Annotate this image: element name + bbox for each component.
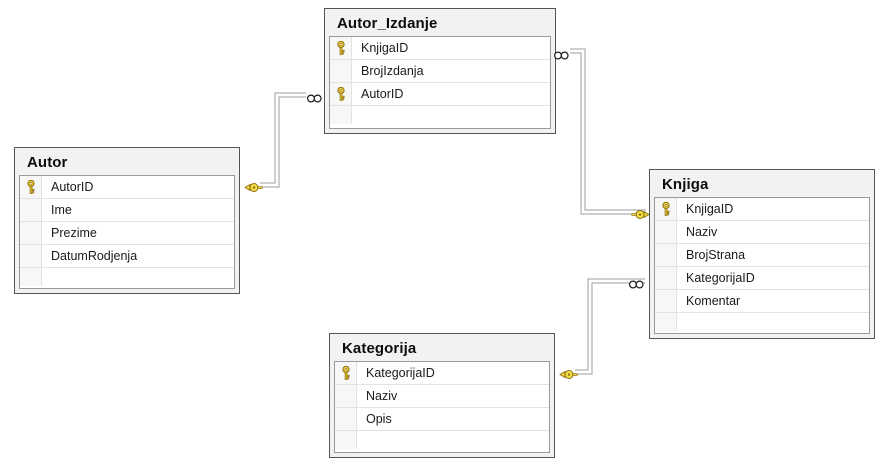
primary-key-cell: [335, 362, 357, 384]
key-icon: [27, 180, 35, 194]
column-name: Naziv: [686, 225, 718, 239]
column-row[interactable]: BrojStrana: [655, 244, 869, 267]
column-name: KnjigaID: [361, 41, 409, 55]
column-row[interactable]: KnjigaID: [330, 37, 550, 60]
key-cell-empty: [330, 106, 352, 124]
relationship-one-key-icon: [243, 180, 263, 192]
key-icon: [337, 41, 345, 55]
key-cell-empty: [20, 268, 42, 286]
key-icon: [342, 366, 350, 380]
column-name: Prezime: [51, 226, 97, 240]
column-name: BrojIzdanja: [361, 64, 424, 78]
column-name: AutorID: [51, 180, 94, 194]
key-icon: [337, 87, 345, 101]
relationship-one-key-icon: [558, 367, 578, 379]
column-name: KategorijaID: [366, 366, 435, 380]
primary-key-cell: [20, 176, 42, 198]
entity-title-autor_izdanje: Autor_Izdanje: [329, 13, 551, 36]
key-cell-empty: [655, 290, 677, 312]
column-row[interactable]: AutorID: [330, 83, 550, 106]
column-row[interactable]: Komentar: [655, 290, 869, 313]
column-row[interactable]: AutorID: [20, 176, 234, 199]
key-cell-empty: [655, 221, 677, 243]
key-cell-empty: [335, 385, 357, 407]
empty-row[interactable]: [20, 268, 234, 286]
entity-title-knjiga: Knjiga: [654, 174, 870, 197]
relationship-many-infinity-icon: [306, 90, 323, 103]
column-name-empty: [42, 268, 234, 286]
key-icon: [662, 202, 670, 216]
primary-key-cell: [655, 198, 677, 220]
empty-row[interactable]: [335, 431, 549, 449]
entity-title-autor: Autor: [19, 152, 235, 175]
column-row[interactable]: Ime: [20, 199, 234, 222]
key-cell-empty: [655, 267, 677, 289]
column-row[interactable]: KnjigaID: [655, 198, 869, 221]
empty-row[interactable]: [330, 106, 550, 124]
column-name: Opis: [366, 412, 392, 426]
empty-row[interactable]: [655, 313, 869, 331]
column-name-empty: [352, 106, 550, 124]
key-cell-empty: [330, 60, 352, 82]
column-row[interactable]: Prezime: [20, 222, 234, 245]
column-row[interactable]: Naziv: [335, 385, 549, 408]
column-row[interactable]: KategorijaID: [655, 267, 869, 290]
key-cell-empty: [655, 244, 677, 266]
key-cell-empty: [655, 313, 677, 331]
relationship-line-rel-knjiga-autorizdanje[interactable]: [570, 48, 646, 215]
key-cell-empty: [20, 245, 42, 267]
relationship-line-rel-kategorija-knjiga[interactable]: [575, 278, 645, 375]
column-row[interactable]: DatumRodjenja: [20, 245, 234, 268]
key-cell-empty: [335, 408, 357, 430]
column-name: BrojStrana: [686, 248, 746, 262]
column-name: Ime: [51, 203, 72, 217]
key-cell-empty: [20, 199, 42, 221]
column-row[interactable]: KategorijaID: [335, 362, 549, 385]
column-row[interactable]: Opis: [335, 408, 549, 431]
relationship-one-key-icon: [631, 207, 651, 219]
column-name: Komentar: [686, 294, 741, 308]
column-name: KategorijaID: [686, 271, 755, 285]
primary-key-cell: [330, 83, 352, 105]
relationship-line-rel-autor-autorizdanje[interactable]: [260, 92, 306, 188]
column-name: Naziv: [366, 389, 398, 403]
column-name: AutorID: [361, 87, 404, 101]
key-cell-empty: [335, 431, 357, 449]
primary-key-cell: [330, 37, 352, 59]
column-name: KnjigaID: [686, 202, 734, 216]
key-cell-empty: [20, 222, 42, 244]
column-name-empty: [357, 431, 549, 449]
column-row[interactable]: Naziv: [655, 221, 869, 244]
column-name: DatumRodjenja: [51, 249, 138, 263]
entity-title-kategorija: Kategorija: [334, 338, 550, 361]
column-name-empty: [677, 313, 869, 331]
relationship-many-infinity-icon: [628, 276, 645, 289]
column-row[interactable]: BrojIzdanja: [330, 60, 550, 83]
